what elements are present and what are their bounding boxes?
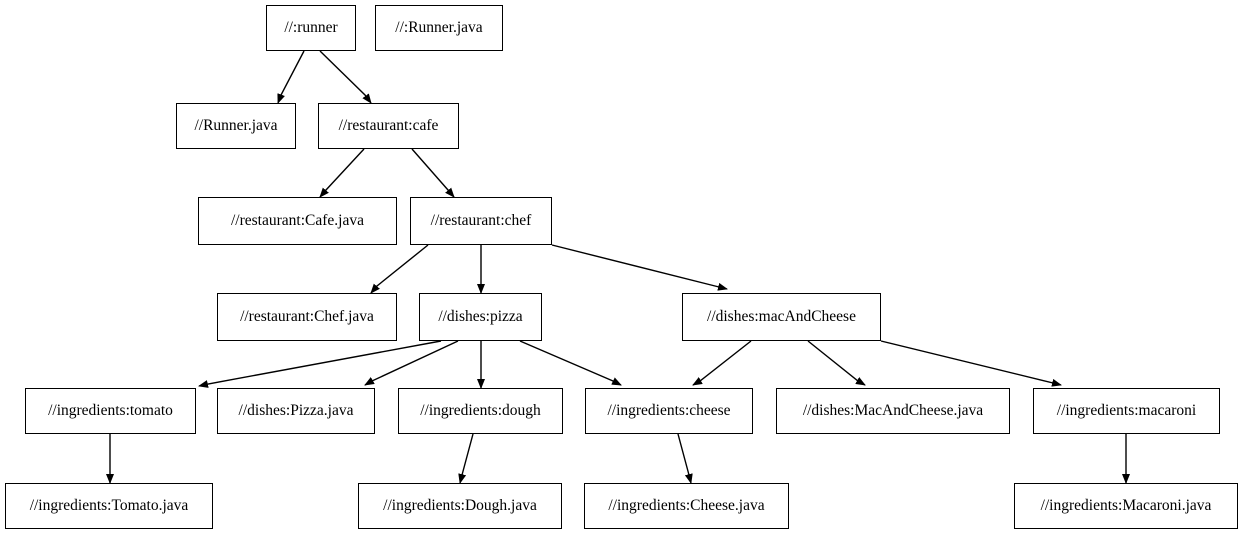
graph-node-pizza_java[interactable]: //dishes:Pizza.java bbox=[217, 388, 375, 434]
edges-group bbox=[106, 50, 1130, 484]
node-label: //restaurant:Chef.java bbox=[240, 308, 374, 326]
graph-node-cheese_java[interactable]: //ingredients:Cheese.java bbox=[584, 483, 789, 529]
edge-cafe-to-cafe_java bbox=[319, 148, 365, 198]
graph-node-dough_java[interactable]: //ingredients:Dough.java bbox=[358, 483, 562, 529]
node-label: //restaurant:Cafe.java bbox=[231, 212, 364, 230]
edge-macandcheese-to-cheese bbox=[692, 340, 752, 386]
graph-node-tomato[interactable]: //ingredients:tomato bbox=[25, 388, 196, 434]
edge-pizza-to-tomato bbox=[198, 340, 442, 388]
graph-node-chef_java[interactable]: //restaurant:Chef.java bbox=[217, 293, 397, 341]
graph-node-cafe_java[interactable]: //restaurant:Cafe.java bbox=[198, 197, 397, 245]
node-label: //ingredients:dough bbox=[420, 402, 541, 420]
edge-chef-to-chef_java bbox=[370, 244, 429, 294]
graph-node-runner_java[interactable]: //Runner.java bbox=[176, 103, 296, 149]
node-label: //ingredients:cheese bbox=[607, 402, 731, 420]
edge-chef-to-macandcheese bbox=[551, 244, 728, 291]
edge-dough-to-dough_java bbox=[458, 433, 474, 484]
node-label: //ingredients:Tomato.java bbox=[29, 497, 189, 515]
edge-pizza-to-cheese bbox=[519, 340, 622, 386]
edge-runner-to-runner_java bbox=[277, 50, 305, 104]
graph-node-cafe[interactable]: //restaurant:cafe bbox=[318, 103, 459, 149]
edge-runner-to-cafe bbox=[319, 50, 372, 104]
node-label: //restaurant:cafe bbox=[338, 117, 439, 135]
node-label: //Runner.java bbox=[194, 117, 278, 135]
node-label: //ingredients:Cheese.java bbox=[608, 497, 765, 515]
graph-node-dough[interactable]: //ingredients:dough bbox=[398, 388, 563, 434]
graph-node-macaroni[interactable]: //ingredients:macaroni bbox=[1033, 388, 1220, 434]
node-label: //dishes:Pizza.java bbox=[238, 402, 354, 420]
graph-node-chef[interactable]: //restaurant:chef bbox=[410, 197, 552, 245]
node-label: //:runner bbox=[284, 19, 338, 37]
graph-node-runner[interactable]: //:runner bbox=[266, 5, 356, 51]
graph-node-pizza[interactable]: //dishes:pizza bbox=[419, 293, 542, 341]
edge-cheese-to-cheese_java bbox=[677, 433, 693, 484]
graph-node-cheese[interactable]: //ingredients:cheese bbox=[585, 388, 753, 434]
edge-macandcheese-to-macaroni bbox=[880, 340, 1062, 387]
node-label: //restaurant:chef bbox=[430, 212, 532, 230]
graph-node-macandcheese[interactable]: //dishes:macAndCheese bbox=[682, 293, 881, 341]
graph-node-macaroni_java[interactable]: //ingredients:Macaroni.java bbox=[1014, 483, 1238, 529]
edge-macandcheese-to-macandcheese_java bbox=[807, 340, 866, 386]
node-label: //:Runner.java bbox=[395, 19, 483, 37]
edge-pizza-to-pizza_java bbox=[364, 340, 459, 386]
node-label: //dishes:MacAndCheese.java bbox=[802, 402, 984, 420]
graph-node-tomato_java[interactable]: //ingredients:Tomato.java bbox=[5, 483, 213, 529]
node-label: //dishes:macAndCheese bbox=[707, 308, 856, 326]
node-label: //dishes:pizza bbox=[438, 308, 523, 326]
node-label: //ingredients:tomato bbox=[48, 402, 173, 420]
node-label: //ingredients:Dough.java bbox=[383, 497, 537, 515]
node-label: //ingredients:Macaroni.java bbox=[1040, 497, 1212, 515]
graph-node-runner_java_root[interactable]: //:Runner.java bbox=[375, 5, 503, 51]
graph-node-macandcheese_java[interactable]: //dishes:MacAndCheese.java bbox=[776, 388, 1010, 434]
edge-cafe-to-chef bbox=[411, 148, 455, 198]
node-label: //ingredients:macaroni bbox=[1056, 402, 1197, 420]
